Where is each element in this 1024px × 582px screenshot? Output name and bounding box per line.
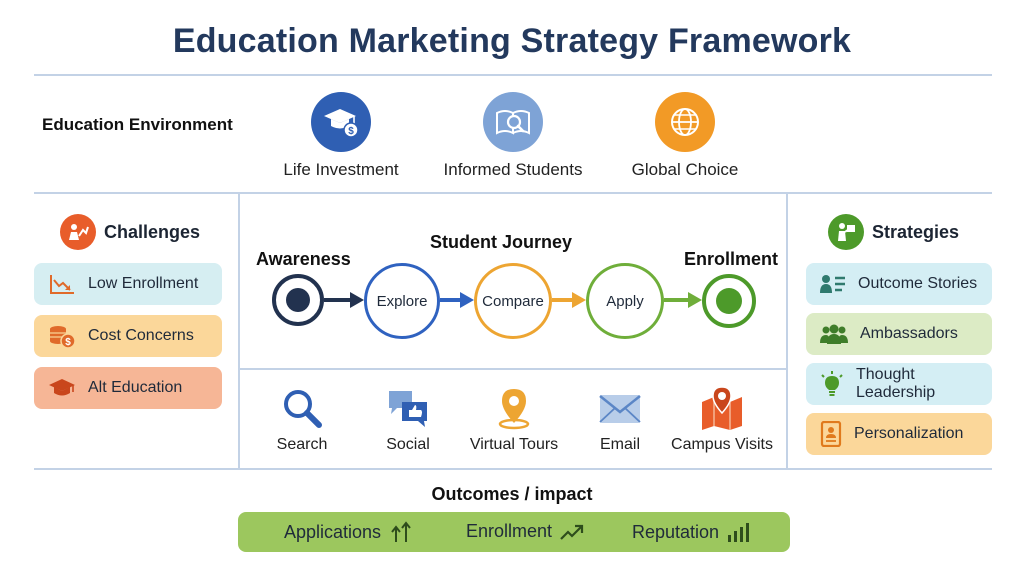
journey-step-label: Compare [482,292,544,310]
challenges-title: Challenges [104,221,201,242]
campus-map-icon [702,386,742,430]
journey-node-compare: Compare [474,263,552,339]
outcomes-bar [238,512,790,552]
channel-label: Virtual Tours [469,436,559,453]
env-item-informed-students: Informed Students [418,92,608,180]
outcome-applications: Applications [284,521,413,543]
challenge-label: Alt Education [88,379,183,396]
strategy-label: Ambassadors [860,325,958,342]
journey-step-label: Apply [606,292,644,310]
divider-right [786,192,788,470]
location-pin-icon [498,389,530,430]
lightbulb-icon [821,371,843,396]
strategy-label: Outcome Stories [858,275,978,292]
channel-label: Search [276,436,328,453]
svg-text:$: $ [65,337,71,348]
bar-signal-icon [728,523,750,542]
channel-campus-visits: Campus Visits [662,384,782,454]
strategies-title: Strategies [872,221,960,242]
env-item-life-investment: $ Life Investment [246,92,436,180]
environment-label: Education Environment [42,115,233,134]
up-arrows-icon [391,521,411,542]
trend-up-icon [560,524,584,540]
enrollment-dot [716,288,742,314]
journey-node-apply: Apply [586,263,664,339]
channel-search: Search [242,384,362,454]
strategy-personalization: Personalization [806,413,992,455]
social-chat-icon [389,391,427,427]
outcomes-title: Outcomes / impact [431,484,593,504]
strategy-label: Thought Leadership [856,366,936,401]
graduation-cap-icon [49,379,75,396]
svg-text:$: $ [348,126,354,137]
journey-start-label: Awareness [256,249,351,269]
challenges-icon [60,214,96,250]
strategy-thought-leadership: Thought Leadership [806,363,992,405]
env-label-life-investment: Life Investment [283,160,399,179]
awareness-dot [286,288,310,312]
challenge-low-enrollment: Low Enrollment [34,263,222,305]
journey-node-explore: Explore [364,263,440,339]
outcome-label: Reputation [632,521,720,542]
divider-bottom [34,468,992,470]
people-group-icon [820,324,848,344]
strategy-ambassadors: Ambassadors [806,313,992,355]
outcome-reputation: Reputation [632,521,751,543]
strategies-header: Strategies [828,214,959,250]
channel-email: Email [560,384,680,454]
challenges-header: Challenges [60,214,200,250]
outcome-label: Enrollment [466,521,553,541]
strategy-outcome-stories: Outcome Stories [806,263,992,305]
channel-label: Social [386,436,430,453]
stories-icon [820,275,845,293]
strategy-label: Personalization [854,425,964,442]
declining-chart-icon [50,275,74,294]
coins-icon: $ [50,326,76,349]
globe-icon [655,92,715,152]
channel-label: Campus Visits [671,436,773,453]
outcome-enrollment: Enrollment [466,521,584,542]
page-title: Education Marketing Strategy Framework [172,22,852,60]
challenge-label: Low Enrollment [88,275,199,292]
divider-top [34,74,992,76]
channel-label: Email [599,436,640,453]
graduation-cap-dollar-icon: $ [311,92,371,152]
search-icon [284,390,322,428]
outcome-label: Applications [284,521,382,542]
divider-journey-channels [238,368,788,370]
channel-social: Social [348,384,468,454]
journey-title: Student Journey [430,232,573,252]
env-label-global-choice: Global Choice [631,160,739,179]
challenge-cost-concerns: $ Cost Concerns [34,315,222,357]
channel-virtual-tours: Virtual Tours [454,384,574,454]
journey-end-label: Enrollment [684,249,779,269]
envelope-icon [599,395,641,423]
profile-card-icon [820,421,842,447]
book-magnifier-icon [483,92,543,152]
challenge-alt-education: Alt Education [34,367,222,409]
journey-node-enrollment [702,274,756,328]
env-label-informed-students: Informed Students [443,160,583,179]
env-item-global-choice: Global Choice [590,92,780,180]
strategies-icon [828,214,864,250]
challenge-label: Cost Concerns [88,327,194,344]
divider-env [34,192,992,194]
journey-node-awareness [272,274,324,326]
journey-step-label: Explore [376,292,428,310]
divider-left [238,192,240,470]
